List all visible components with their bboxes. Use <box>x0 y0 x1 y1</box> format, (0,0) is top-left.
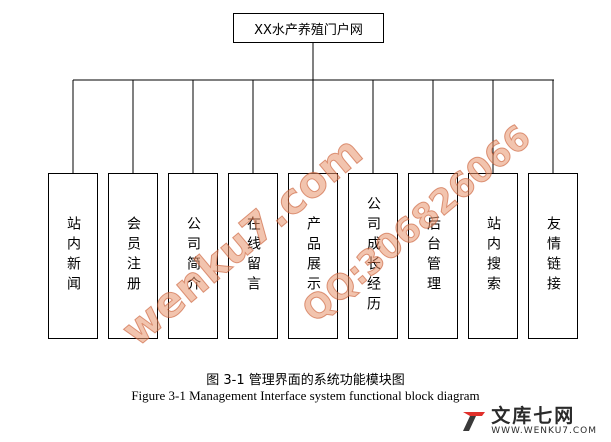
module-box-links: 友情链接 <box>528 173 578 339</box>
module-box-about: 公司简介 <box>168 173 218 339</box>
root-label: XX水产养殖门户网 <box>254 22 363 38</box>
module-label: 公司简介 <box>185 216 201 296</box>
module-box-history: 公司成长经历 <box>348 173 398 339</box>
drop-lines <box>72 80 554 173</box>
connector-lines <box>72 43 554 173</box>
logo-url: WWW.WENKU7.COM <box>491 426 597 436</box>
module-label: 后台管理 <box>425 216 441 296</box>
caption-chinese: 图 3-1 管理界面的系统功能模块图 <box>206 373 405 388</box>
module-label: 站内搜索 <box>485 216 501 296</box>
module-box-news: 站内新闻 <box>48 173 98 339</box>
module-box-admin: 后台管理 <box>408 173 458 339</box>
module-box-message: 在线留言 <box>228 173 278 339</box>
module-diagram: XX水产养殖门户网 站内新闻 会员注册 公司简介 在线留言 产品展示 公司成长经… <box>48 13 578 339</box>
site-logo[interactable]: 文库七网 WWW.WENKU7.COM <box>461 406 597 436</box>
module-box-products: 产品展示 <box>288 173 338 339</box>
logo-name: 文库七网 <box>491 405 576 427</box>
logo-mark-icon <box>463 412 486 431</box>
module-box-search: 站内搜索 <box>468 173 518 339</box>
caption-english: Figure 3-1 Management Interface system f… <box>131 388 480 403</box>
module-label: 在线留言 <box>245 216 261 296</box>
module-label: 会员注册 <box>125 216 141 296</box>
module-label: 产品展示 <box>305 216 321 296</box>
module-label: 友情链接 <box>545 216 561 296</box>
root-node: XX水产养殖门户网 <box>233 13 384 43</box>
module-box-register: 会员注册 <box>108 173 158 339</box>
module-label: 站内新闻 <box>65 216 81 296</box>
module-label: 公司成长经历 <box>365 196 381 316</box>
